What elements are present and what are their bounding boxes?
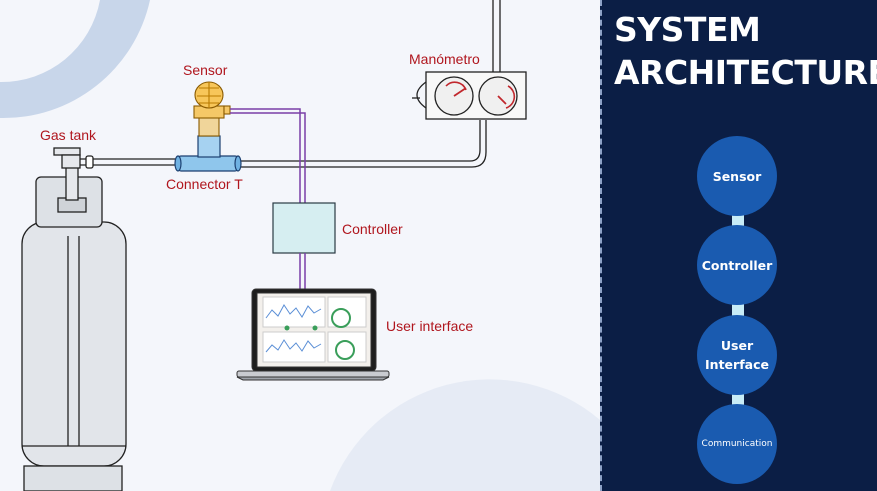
connector-label: Connector T <box>166 176 243 192</box>
panel-divider <box>600 0 602 491</box>
decorative-arc-top-left <box>0 0 150 119</box>
step-user-interface: User Interface <box>697 315 777 395</box>
step-connector <box>732 302 744 316</box>
laptop <box>236 288 390 381</box>
manometer <box>412 71 527 120</box>
system-diagram <box>0 0 600 491</box>
sensor-label: Sensor <box>183 62 228 78</box>
step-sensor: Sensor <box>697 136 777 216</box>
manometer-label: Manómetro <box>409 51 480 67</box>
sensor-device <box>193 81 231 137</box>
step-communication: Communication <box>697 404 777 484</box>
step-label-line-2: Interface <box>705 357 769 372</box>
panel-title-line-2: ARCHITECTURE <box>614 53 877 92</box>
step-controller: Controller <box>697 225 777 305</box>
sensor-wire <box>230 108 306 203</box>
diagram-area: Sensor Gas tank Connector T Manómetro Co… <box>0 0 600 491</box>
controller-label: Controller <box>342 221 403 237</box>
controller-box <box>272 202 336 254</box>
step-label: Controller <box>701 257 773 273</box>
gas-pipe <box>80 0 501 169</box>
panel-title: SYSTEM ARCHITECTURE <box>614 8 877 94</box>
panel-title-line-1: SYSTEM <box>614 10 761 49</box>
user-interface-label: User interface <box>386 318 474 334</box>
gas-tank-label: Gas tank <box>40 127 97 143</box>
gas-tank <box>21 147 127 491</box>
step-connector <box>732 213 744 227</box>
step-connector <box>732 392 744 406</box>
decorative-arc-bottom <box>330 379 600 491</box>
connector-t <box>174 135 242 172</box>
step-label: Sensor <box>712 168 762 184</box>
step-label: User <box>720 338 754 353</box>
step-label: Communication <box>701 438 773 449</box>
controller-wire <box>299 253 306 291</box>
